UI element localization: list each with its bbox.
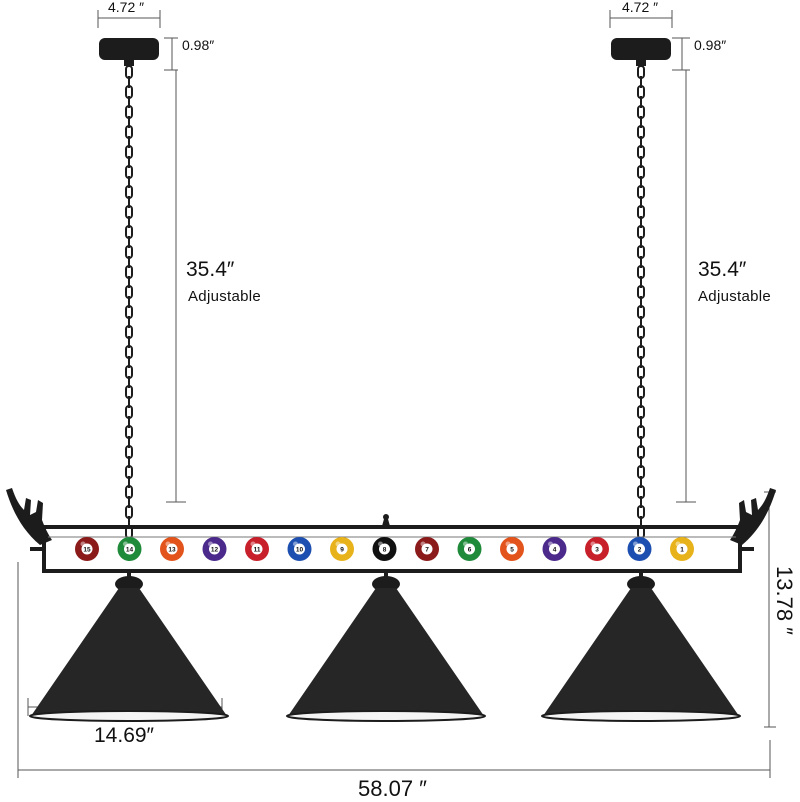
canopy-width-label-right: 4.72 ″ <box>622 0 659 15</box>
billiard-ball: 10 <box>287 537 312 561</box>
billiard-ball: 8 <box>372 537 397 561</box>
decorative-horns <box>6 488 776 545</box>
bar-finial <box>382 514 390 526</box>
ball-number: 12 <box>211 547 219 554</box>
ball-bar-frame <box>30 525 754 573</box>
canopy-height-label-left: 0.98″ <box>182 37 215 53</box>
billiard-ball: 9 <box>330 537 354 561</box>
total-length-label: 58.07 ″ <box>358 776 427 801</box>
ball-number: 3 <box>595 547 599 554</box>
ball-number: 8 <box>383 547 387 554</box>
lamp-shade <box>286 571 486 722</box>
horn-left <box>6 488 52 545</box>
chain-note-label-left: Adjustable <box>188 288 262 305</box>
billiard-ball: 7 <box>415 537 439 561</box>
ball-number: 7 <box>425 547 429 554</box>
ball-number: 10 <box>296 547 304 554</box>
billiard-ball: 11 <box>245 537 269 561</box>
billiard-ball: 2 <box>627 537 652 561</box>
billiard-ball: 6 <box>457 537 482 561</box>
ball-number: 2 <box>638 547 642 554</box>
ball-number: 11 <box>254 547 261 554</box>
billiard-ball: 15 <box>75 537 99 561</box>
chain-left <box>125 65 133 539</box>
ball-number: 9 <box>340 547 344 554</box>
chain-note-label-right: Adjustable <box>698 288 772 305</box>
billiard-ball: 12 <box>202 537 227 561</box>
billiard-ball: 1 <box>670 537 694 561</box>
canopy-right <box>611 38 671 60</box>
ball-number: 14 <box>126 547 134 554</box>
ceiling-canopies <box>99 38 671 66</box>
ball-number: 5 <box>510 547 514 554</box>
chain-right <box>637 65 645 539</box>
shade-width-label: 14.69″ <box>94 724 154 747</box>
billiard-ball: 3 <box>585 537 609 561</box>
lamp-shades <box>29 571 741 722</box>
ball-number: 13 <box>168 547 176 554</box>
ball-number: 6 <box>468 547 472 554</box>
canopy-height-label-right: 0.98″ <box>694 37 727 53</box>
ball-number: 4 <box>553 547 557 554</box>
chain-length-label-left: 35.4″ <box>186 258 235 281</box>
ball-number: 15 <box>83 547 91 554</box>
billiard-ball: 5 <box>500 537 524 561</box>
billiard-ball: 13 <box>160 537 184 561</box>
dimension-lines <box>17 10 776 778</box>
lamp-shade <box>29 571 229 722</box>
canopy-width-label-left: 4.72 ″ <box>108 0 145 15</box>
ball-number: 1 <box>680 547 684 554</box>
lamp-shade <box>541 571 741 722</box>
canopy-left <box>99 38 159 60</box>
total-height-label: 13.78 ″ <box>772 566 797 635</box>
billiard-ball: 14 <box>117 537 142 561</box>
chain-length-label-right: 35.4″ <box>698 258 747 281</box>
billiard-ball: 4 <box>542 537 567 561</box>
billiard-balls: 15 14 13 12 11 10 9 8 7 6 5 4 3 2 1 <box>75 537 694 561</box>
